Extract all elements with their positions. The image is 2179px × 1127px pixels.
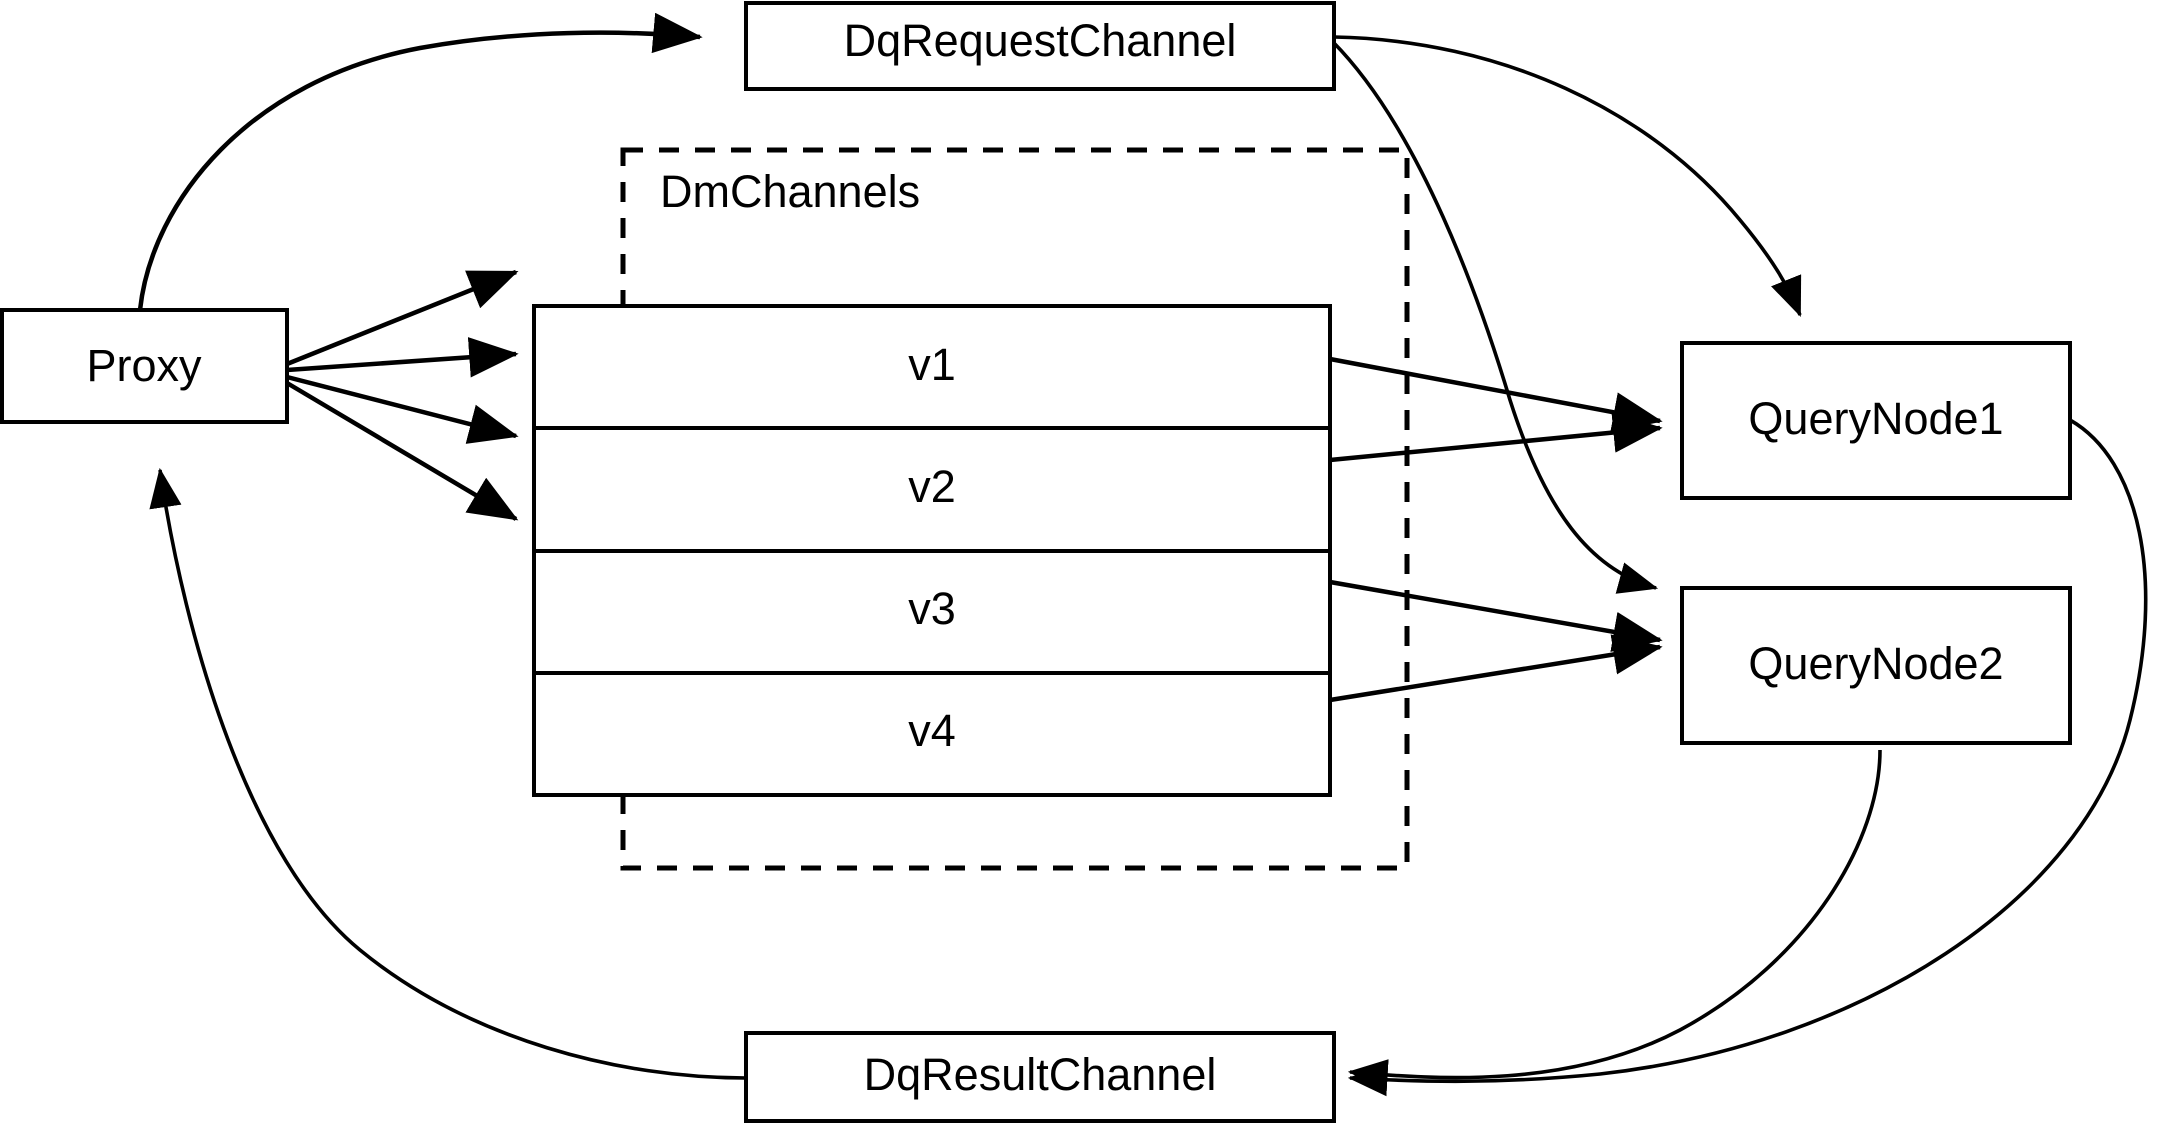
edge-proxy-to-v2: [286, 337, 519, 378]
edge-proxy-to-v3: [286, 374, 519, 444]
edge-proxy-to-v1: [286, 269, 519, 367]
edge-querynode1-to-dqresultchannel: [1347, 418, 2148, 1097]
edge-v4-to-querynode2: [1329, 634, 1663, 703]
dm-channel-row-label-v4: v4: [908, 705, 956, 756]
edge-v2-to-querynode1: [1329, 412, 1663, 463]
node-proxy-box[interactable]: [0, 308, 289, 424]
node-proxy-label: Proxy: [86, 340, 202, 391]
edge-dqrequestchannel-to-querynode1: [1333, 35, 1802, 318]
node-querynode2-box[interactable]: [1680, 586, 2072, 745]
dm-channels-group-label: DmChannels: [660, 166, 920, 217]
node-dqresultchannel-label: DqResultChannel: [864, 1049, 1217, 1100]
node-querynode1-label: QueryNode1: [1748, 393, 2003, 444]
node-dqrequestchannel-label: DqRequestChannel: [844, 15, 1237, 66]
edge-dqresultchannel-to-proxy: [149, 467, 747, 1080]
edge-v3-to-querynode2: [1329, 579, 1663, 652]
node-querynode1-box[interactable]: [1680, 341, 2072, 500]
node-dqrequestchannel-box[interactable]: [744, 1, 1336, 91]
dm-channel-row-label-v3: v3: [908, 583, 956, 634]
node-querynode2-label: QueryNode2: [1748, 638, 2003, 689]
edge-querynode2-to-dqresultchannel: [1347, 749, 1882, 1092]
dm-channel-row-label-v1: v1: [908, 339, 956, 390]
node-dqresultchannel-box[interactable]: [744, 1031, 1336, 1123]
edge-proxy-to-dqrequestchannel: [137, 12, 703, 311]
edge-proxy-to-v4: [285, 381, 519, 521]
edge-v1-to-querynode1: [1329, 356, 1663, 433]
dm-channel-row-label-v2: v2: [908, 461, 956, 512]
edge-dqrequestchannel-to-querynode2: [1331, 40, 1659, 594]
